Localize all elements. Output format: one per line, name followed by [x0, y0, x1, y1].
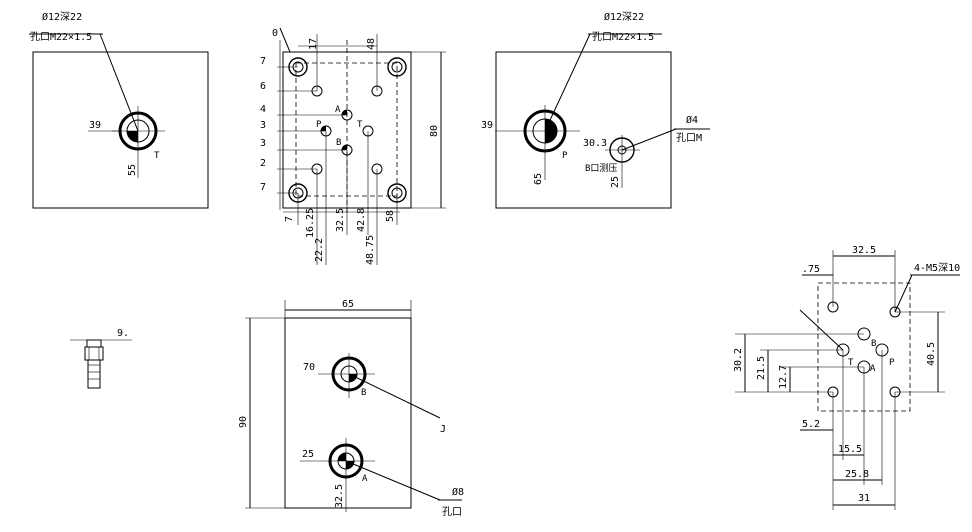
center-dim-bottom-4: 48.75	[365, 235, 376, 265]
center-dim-left-3: 3	[260, 120, 266, 131]
center-dim-bottom-1: 22.2	[314, 238, 325, 262]
pattern-view: B T P A 32.5 .75 4-M5深10 30.2 21.5 12.7 …	[733, 245, 960, 510]
bolt-hole-tr	[387, 57, 407, 77]
pattern-label-T: T	[848, 358, 854, 368]
center-dim-left-6: 7	[260, 182, 266, 193]
right-thread-spec: 孔口M22×1.5	[592, 31, 654, 43]
center-view: A P T B 7 6 4 3 3 2 7 0 17 48 80	[260, 27, 446, 265]
pattern-dim-30-2: 30.2	[733, 348, 744, 372]
left-dim-55: 55	[127, 164, 138, 176]
pattern-dim-31: 31	[858, 493, 870, 504]
center-dim-left-4: 3	[260, 138, 266, 149]
pattern-dim-40-5: 40.5	[926, 342, 937, 366]
left-view-body	[32, 51, 209, 209]
bottom-dim-25: 25	[302, 449, 314, 460]
bottom-view-body	[284, 317, 412, 509]
center-label-T: T	[357, 120, 363, 130]
right-port-P: P	[562, 151, 568, 161]
center-dim-left-1: 6	[260, 81, 266, 92]
bottom-view: 65 90 70 B J 25 32.5 A Ø8 孔口	[238, 299, 464, 518]
bottom-width: 65	[342, 299, 354, 310]
bottom-port-A: A	[362, 474, 368, 484]
pattern-dim-12-7: 12.7	[778, 365, 789, 389]
left-dim-39: 39	[89, 120, 101, 131]
pattern-dim-25-8: 25.8	[845, 469, 869, 480]
small-hole-spec: Ø4	[686, 114, 698, 126]
left-view: Ø12深22 孔口M22×1.5 39 55 T	[29, 11, 209, 209]
bottom-leader-B	[348, 373, 441, 419]
center-dim-left-5: 2	[260, 158, 266, 169]
bolt-head	[86, 339, 102, 348]
pattern-dim-5-2: 5.2	[802, 419, 820, 430]
center-dim-48: 48	[366, 38, 377, 50]
left-thread-spec: 孔口M22×1.5	[30, 31, 92, 43]
pattern-dim-32-5: 32.5	[852, 245, 876, 256]
right-dim-30-3: 30.3	[583, 138, 607, 149]
bottom-hole-spec: Ø8	[452, 486, 464, 498]
bottom-leader-A	[345, 460, 441, 501]
center-dim-7-bottom: 7	[284, 216, 295, 222]
bottom-leader-label: J	[440, 424, 446, 435]
pattern-dim-75: .75	[802, 264, 820, 275]
left-port-T: T	[154, 151, 160, 161]
center-dim-bottom-0: 16.25	[305, 208, 316, 238]
bolt-shank	[87, 359, 101, 389]
left-port-quadrant	[127, 131, 138, 142]
pattern-label-P: P	[889, 358, 895, 368]
gauge-leader	[621, 128, 677, 151]
center-dim-17: 17	[308, 38, 319, 50]
center-label-B: B	[336, 138, 341, 148]
pattern-thread-leader	[894, 274, 913, 313]
bottom-dim-70: 70	[303, 362, 315, 373]
center-dim-0: 0	[272, 28, 278, 39]
center-dim-left-0: 7	[260, 56, 266, 67]
bottom-hole-spec-2: 孔口	[442, 506, 462, 518]
center-dim-bottom-5: 58	[385, 210, 396, 222]
left-leader	[99, 33, 139, 132]
right-dim-65: 65	[533, 173, 544, 185]
right-leader	[544, 33, 591, 132]
center-dim-bottom-2: 32.5	[335, 208, 346, 232]
pattern-dim-15-5: 15.5	[838, 444, 862, 455]
pattern-dim-21-5: 21.5	[756, 356, 767, 380]
bolt-view: 9.	[70, 328, 132, 389]
small-hole-spec-2: 孔口M	[676, 132, 702, 144]
bottom-dim-32-5: 32.5	[334, 484, 345, 508]
center-label-A: A	[335, 105, 341, 115]
right-dim-39: 39	[481, 120, 493, 131]
bottom-port-B: B	[361, 388, 366, 398]
right-view: Ø12深22 孔口M22×1.5 39 65 P 30.3 B口测压 25 Ø4…	[481, 11, 710, 209]
right-hole-spec: Ø12深22	[604, 11, 644, 23]
bottom-height: 90	[238, 416, 249, 428]
center-dim-left-2: 4	[260, 104, 266, 115]
center-dim-bottom-3: 42.8	[356, 208, 367, 232]
bolt-dim: 9.	[117, 328, 129, 339]
center-dim-80: 80	[429, 125, 440, 137]
center-label-P: P	[316, 120, 322, 130]
right-view-body	[495, 51, 672, 209]
left-hole-spec: Ø12深22	[42, 11, 82, 23]
right-dim-25: 25	[610, 176, 621, 188]
pattern-label-A: A	[870, 364, 876, 374]
pattern-thread: 4-M5深10	[914, 262, 960, 274]
pattern-label-B: B	[871, 339, 876, 349]
gauge-label: B口测压	[585, 163, 617, 174]
